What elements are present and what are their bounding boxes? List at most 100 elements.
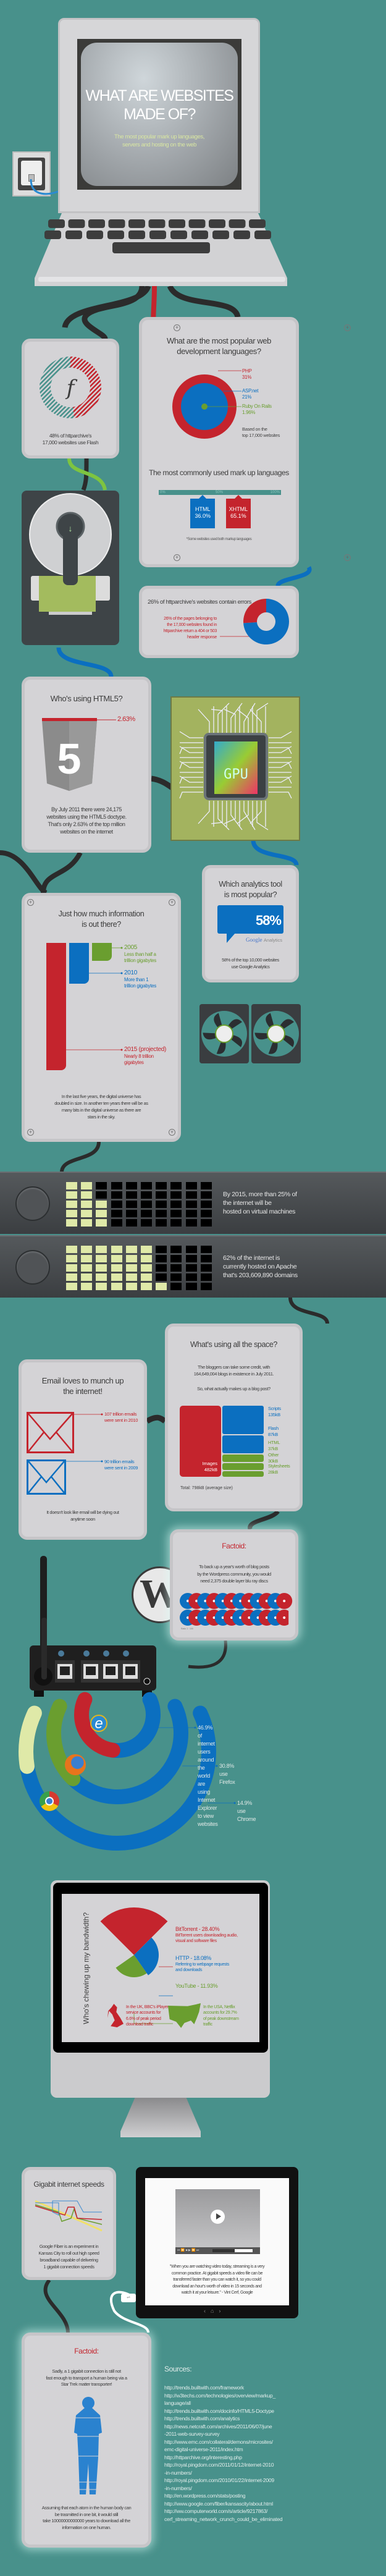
source-link[interactable]: cerf_streaming_network_crunch_could_be_e… <box>164 2515 283 2522</box>
tablet-nav[interactable]: ‹⌂› <box>204 2308 226 2314</box>
level-cell <box>141 1255 152 1262</box>
brand-suffix: Analytics <box>264 937 283 943</box>
html5-title: Who's using HTML5? <box>50 694 123 703</box>
http-label: HTTP - 18.08%Referring to webpage reques… <box>175 1955 229 1973</box>
level-cell <box>200 1201 212 1208</box>
level-cell <box>96 1219 107 1227</box>
bittorrent-label: BitTorrent - 28.40%BitTorrent users down… <box>175 1926 238 1944</box>
html5-five-glyph: 5 <box>57 735 82 783</box>
sources-title: Sources: <box>164 2365 192 2373</box>
blog-part-html <box>222 1454 264 1463</box>
level-cell <box>111 1219 122 1227</box>
desc-line: trillion gigabytes <box>124 958 156 963</box>
monitor-stand <box>120 2098 201 2137</box>
text-line: To back up a year's worth of blog posts <box>199 1564 269 1569</box>
quote-line: common practice. At gigabit speeds a vid… <box>171 2271 263 2276</box>
circuit-trace <box>256 801 269 830</box>
images-name: Images <box>202 1461 217 1466</box>
level-cell <box>66 1191 77 1199</box>
source-link[interactable]: http://www.emc.com/collateral/demons/mic… <box>164 2438 273 2445</box>
level-cell <box>81 1255 93 1262</box>
errors-detail: 26% of the pages belonging to the 17,000 … <box>154 616 217 641</box>
detail-line: header response <box>187 635 217 640</box>
blu-ray-discs <box>180 1593 293 1626</box>
source-link[interactable]: -in-numbers/ <box>164 2485 192 2491</box>
label-value: 31% <box>242 374 252 380</box>
label-value: 1.96% <box>242 410 256 415</box>
keyboard-key <box>170 230 187 239</box>
source-link[interactable]: http://trends.builtwith.com/docinfo/HTML… <box>164 2407 274 2414</box>
source-link[interactable]: language/all <box>164 2400 191 2406</box>
scale-tick: 50% <box>216 491 224 494</box>
detail-line: the 17,000 websites found in <box>167 623 217 627</box>
note-line: top 17,000 websites <box>242 433 280 438</box>
level-cell <box>66 1273 77 1281</box>
level-cell <box>156 1191 167 1199</box>
source-link[interactable]: http://royal.pingdom.com/2011/01/12/inte… <box>164 2462 274 2468</box>
router-illustration <box>30 1556 156 1697</box>
markup-name: HTML <box>195 506 211 512</box>
information-text: In the last five years, the digital univ… <box>22 1093 181 1120</box>
bar-2015 <box>46 943 66 1070</box>
circuit-trace <box>211 801 223 824</box>
source-link[interactable]: emc-digital-universe-2011/index.htm <box>164 2446 243 2452</box>
source-link[interactable]: http://www.google.com/fiber/kansascity/a… <box>164 2500 273 2507</box>
level-cell <box>200 1255 212 1262</box>
source-link[interactable]: http://httparchive.org/interesting.php <box>164 2454 242 2460</box>
level-cell <box>185 1219 197 1227</box>
video-progress-track[interactable] <box>212 2249 253 2252</box>
level-cell <box>185 1273 197 1281</box>
email-footer: It doesn't look like email will be dying… <box>19 1509 147 1522</box>
browser-label: 46.9% of internet users around the world… <box>198 1724 218 1828</box>
detail-line: httparchive return a 404 or 503 <box>163 629 217 633</box>
video-player[interactable]: ⏮ ⏪ ■ ▶ ⏩ ⏭ <box>175 2189 260 2254</box>
source-link[interactable]: -in-numbers/ <box>164 2469 192 2476</box>
text-line: download traffic <box>126 2022 154 2027</box>
level-cell <box>200 1264 212 1272</box>
level-cell <box>66 1246 77 1253</box>
desc-line: More than 1 <box>124 977 149 982</box>
errors-card <box>139 586 299 658</box>
label-name: PHP <box>242 368 252 374</box>
hero-title-line: WHAT ARE WEBSITES <box>85 87 234 104</box>
source-link[interactable]: http://royal.pingdom.com/2010/01/22/inte… <box>164 2477 274 2483</box>
browser-label: 14.9% use Chrome <box>237 1799 256 1823</box>
circuit-trace <box>243 801 256 830</box>
source-link[interactable]: http://trends.builtwith.com/framework <box>164 2384 244 2391</box>
level-cell <box>141 1191 152 1199</box>
level-cell <box>170 1255 182 1262</box>
circuit-trace <box>269 777 292 784</box>
ethernet-port-icon <box>120 1660 140 1683</box>
http-sector <box>134 1937 159 1975</box>
part-value: 87kB <box>268 1432 278 1437</box>
source-link[interactable]: http://trends.builtwith.com/analytics <box>164 2415 240 2422</box>
browser-arc-rest <box>105 1692 161 1758</box>
keyboard-key <box>44 230 61 239</box>
ratio-note: Ratio 1 : 100 <box>181 1628 193 1630</box>
level-cell <box>81 1182 93 1189</box>
detail-line: 26% of the pages belonging to <box>164 617 217 621</box>
text-line: Sadly, a 1 gigabit connection is still n… <box>52 2368 121 2374</box>
text-line: 164,649,004 blogs in existence in July 2… <box>193 1371 274 1377</box>
play-button[interactable] <box>211 2210 225 2224</box>
languages-chart <box>172 370 241 439</box>
source-link[interactable]: http://ww.computerworld.com/s/article/92… <box>164 2508 268 2514</box>
circuit-trace <box>250 801 262 824</box>
source-link[interactable]: http://en.wordpress.com/stats/posting <box>164 2493 246 2499</box>
source-link[interactable]: -2011-web-survey-survey <box>164 2431 220 2437</box>
source-link[interactable]: http://news.netcraft.com/archives/2011/0… <box>164 2423 272 2430</box>
level-cell <box>125 1255 137 1262</box>
circuit-trace <box>224 709 236 733</box>
screw-icon: + <box>344 554 351 561</box>
source-link[interactable]: http://w3techs.com/technologies/overview… <box>164 2392 276 2399</box>
level-cell <box>170 1210 182 1217</box>
item-name: BitTorrent - 28.40% <box>175 1926 220 1932</box>
level-cell <box>111 1264 122 1272</box>
